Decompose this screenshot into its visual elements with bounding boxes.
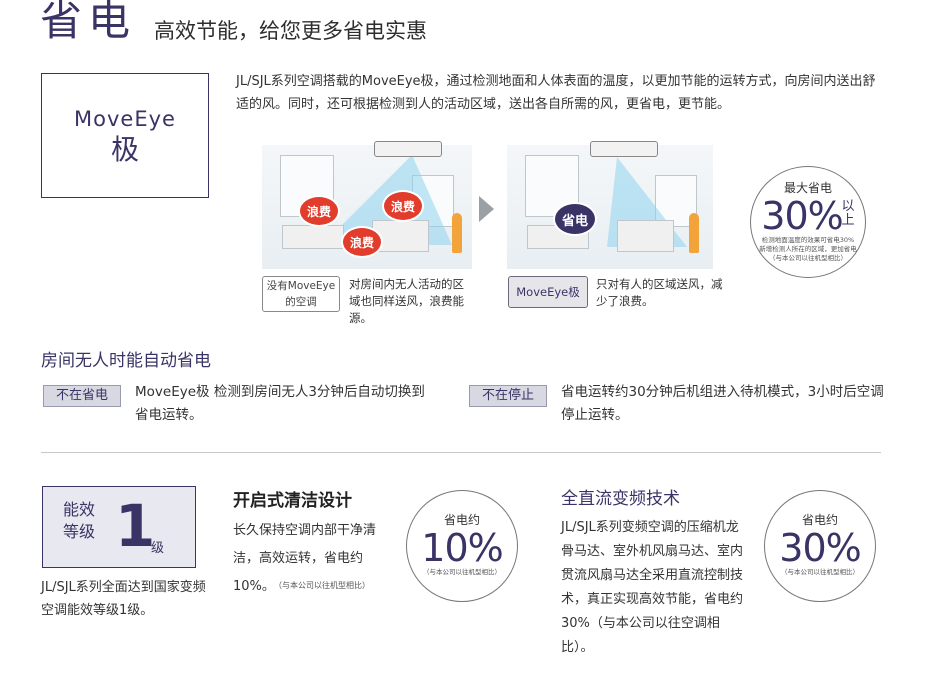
moveeye-logo-line2: 极 <box>110 132 139 166</box>
air-conditioner-unit <box>374 141 442 157</box>
dc-saving-label: 省电约 <box>801 513 838 527</box>
absent-stop-text: 省电运转约30分钟后机组进入待机模式，3小时后空调停止运转。 <box>561 384 884 423</box>
clean-design-title: 开启式清洁设计 <box>233 491 352 511</box>
waste-tag: 浪费 <box>343 228 381 256</box>
absent-stop-badge: 不在停止 <box>469 385 547 407</box>
energy-grade-label: 能效 等级 1 级 <box>42 486 196 568</box>
dc-inverter-desc: JL/SJL系列变频空调的压缩机龙骨马达、室外机风扇马达、室内贯流风扇马达全采用… <box>561 520 744 655</box>
save-tag: 省电 <box>555 204 595 234</box>
divider <box>41 452 881 453</box>
max-saving-circle: 最大省电 30% 以上 检测地面温度的效果可省电30% 新增检测人所在的区域，更… <box>750 166 866 278</box>
caption-with-moveeye: 只对有人的区域送风，减少了浪费。 <box>596 277 723 308</box>
waste-tag: 浪费 <box>384 192 422 220</box>
max-saving-value: 30% <box>761 194 843 238</box>
air-conditioner-unit <box>590 141 658 157</box>
clean-design-desc: 长久保持空调内部干净清洁，高效运转，省电约10%。 <box>233 523 377 594</box>
clean-design-note: （与本公司以往机型相比） <box>274 581 370 590</box>
absent-save-text: MoveEye极 检测到房间无人3分钟后自动切换到省电运转。 <box>135 384 425 423</box>
energy-grade-text: 能效 等级 <box>63 500 96 541</box>
person-figure <box>689 213 699 253</box>
max-saving-label: 最大省电 <box>783 181 832 195</box>
section-subtitle: 高效节能，给您更多省电实惠 <box>154 19 427 43</box>
moveeye-logo-box: MoveEye 极 <box>41 73 209 198</box>
dc-saving-note: （与本公司以往机型相比） <box>781 568 859 576</box>
clean-saving-note: （与本公司以往机型相比） <box>423 568 501 576</box>
clean-saving-circle: 省电约 10% （与本公司以往机型相比） <box>406 490 518 602</box>
moveeye-logo-line1: MoveEye <box>74 106 176 131</box>
person-figure <box>452 213 462 253</box>
waste-tag: 浪费 <box>300 197 338 225</box>
moveeye-description: JL/SJL系列空调搭载的MoveEye极，通过检测地面和人体表面的温度，以更加… <box>236 74 876 112</box>
energy-grade-desc: JL/SJL系列全面达到国家变频空调能效等级1级。 <box>41 580 206 618</box>
dc-saving-circle: 省电约 30% （与本公司以往机型相比） <box>764 490 876 602</box>
max-saving-suffix: 以上 <box>841 199 855 228</box>
caption-box-moveeye: MoveEye极 <box>508 276 588 308</box>
clean-saving-label: 省电约 <box>443 513 480 527</box>
energy-grade-number: 1 <box>115 492 156 560</box>
max-saving-note: 检测地面温度的效果可省电30% 新增检测人所在的区域，更加省电 （与本公司以往机… <box>759 236 857 262</box>
absent-save-badge: 不在省电 <box>43 385 121 407</box>
section-title: 省电 <box>40 0 137 45</box>
room-illustration-with-moveeye <box>507 145 713 269</box>
arrow-right-icon <box>479 196 494 222</box>
room-illustration-without-moveeye <box>262 145 472 269</box>
auto-save-title: 房间无人时能自动省电 <box>41 351 211 371</box>
caption-box-without-moveeye: 没有MoveEye 的空调 <box>262 276 340 312</box>
energy-grade-unit: 级 <box>151 541 165 556</box>
clean-saving-value: 10% <box>421 526 503 570</box>
caption-without-moveeye: 对房间内无人活动的区域也同样送风，浪费能源。 <box>349 277 464 325</box>
dc-inverter-title: 全直流变频技术 <box>561 489 680 509</box>
dc-saving-value: 30% <box>779 526 861 570</box>
